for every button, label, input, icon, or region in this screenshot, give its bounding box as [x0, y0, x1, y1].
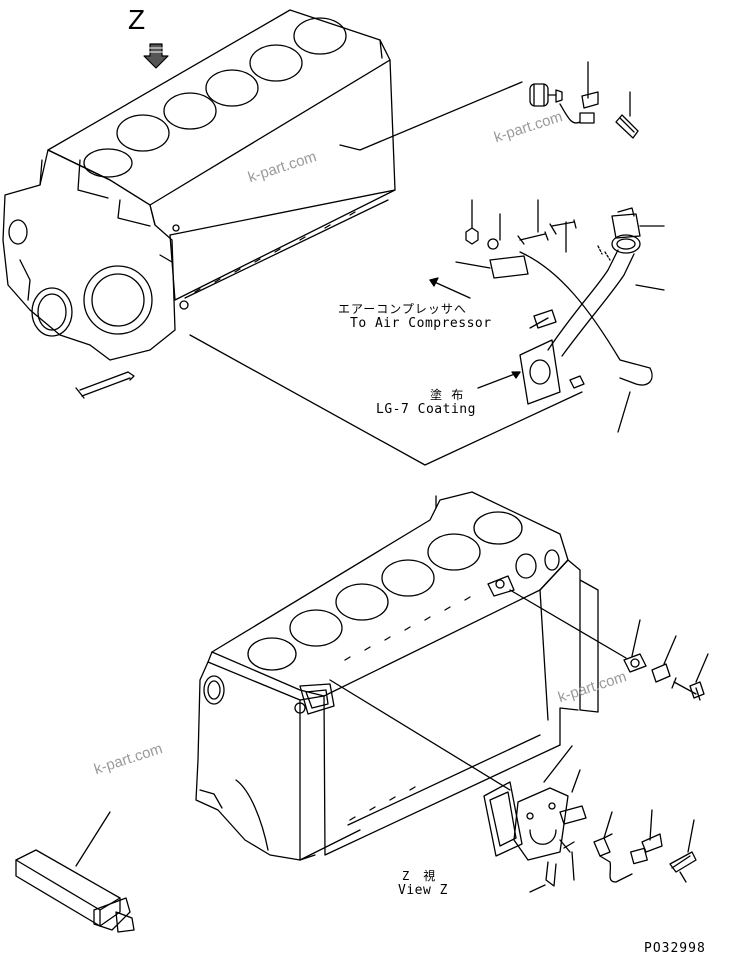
oil-pressure-switch-top	[530, 62, 638, 138]
special-tool	[16, 812, 134, 932]
oil-filter-housing-bottom	[484, 746, 696, 892]
air-compressor-label-en: To Air Compressor	[350, 316, 492, 331]
view-z-label-en: View Z	[398, 883, 448, 898]
coating-label-en: LG-7 Coating	[376, 402, 476, 417]
engine-block-bottom	[196, 492, 598, 860]
leader-mounting	[190, 335, 582, 465]
engine-block-top	[3, 10, 395, 398]
oil-pipe-assembly	[456, 200, 664, 432]
view-z-arrow	[144, 44, 168, 68]
leader-air-compressor	[430, 280, 470, 298]
leader-housing	[330, 680, 510, 790]
view-z-marker: Z	[128, 4, 146, 35]
leader-gasket-right	[510, 590, 626, 658]
air-compressor-label-jp: エアーコンプレッサへ	[338, 302, 467, 316]
coating-label-jp: 塗 布	[430, 388, 465, 402]
leader-sensor	[340, 82, 522, 150]
part-number: PO32998	[644, 941, 706, 956]
view-z-label-jp: Z 視	[402, 869, 437, 883]
cover-plate-parts	[624, 620, 708, 700]
